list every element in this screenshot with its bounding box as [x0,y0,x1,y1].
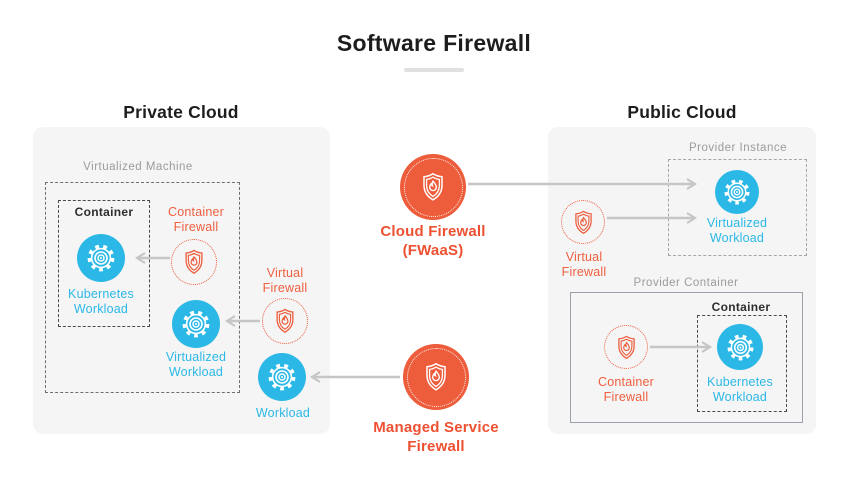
virtualized-workload-node-private [172,300,220,348]
workload-node-private [258,353,306,401]
page-title: Software Firewall [336,30,532,56]
kubernetes-workload-node-public [717,324,763,370]
shield-flame-icon [570,209,597,236]
shield-flame-icon [180,248,208,276]
public-cloud-panel [548,127,816,434]
gear-icon [181,309,211,339]
provider-container-label: Provider Container [633,277,739,289]
private-cloud-heading: Private Cloud [123,102,239,122]
kubernetes-workload-node-private [77,234,125,282]
provider-instance-box [668,159,807,256]
public-cloud-heading: Public Cloud [627,102,737,122]
container-firewall-node-private [171,239,217,285]
managed-service-firewall-node [403,344,469,410]
kubernetes-workload-label-public: Kubernetes Workload [707,375,773,404]
container-label-public: Container [711,300,771,314]
container-firewall-node-public [604,325,648,369]
gear-icon [726,333,755,362]
virtualized-machine-box [45,182,240,393]
container-firewall-label-public: Container Firewall [598,375,654,404]
title-underline [404,68,464,72]
virtual-firewall-label-public: Virtual Firewall [561,250,607,279]
shield-flame-icon [271,307,299,335]
cloud-firewall-label: Cloud Firewall (FWaaS) [380,223,486,260]
container-label-private: Container [74,205,134,219]
managed-service-firewall-label: Managed Service Firewall [373,419,499,456]
container-box-private [58,200,150,327]
shield-flame-icon [613,334,640,361]
gear-icon [86,243,116,273]
shield-flame-icon [417,171,449,203]
virtual-firewall-node-public [561,200,605,244]
cloud-firewall-node [400,154,466,220]
virtualized-workload-node-public [715,170,759,214]
workload-label-private: Workload [255,406,311,420]
virtualized-workload-label-private: Virtualized Workload [165,350,227,379]
gear-icon [267,362,297,392]
provider-container-box [570,292,803,423]
virtual-firewall-node-private [262,298,308,344]
virtualized-workload-label-public: Virtualized Workload [706,216,768,245]
shield-flame-icon [420,361,452,393]
virtual-firewall-label-private: Virtual Firewall [262,266,308,295]
container-firewall-label-private: Container Firewall [168,205,224,234]
virtualized-machine-label: Virtualized Machine [83,161,193,173]
gear-icon [723,178,751,206]
container-box-public [697,315,787,412]
provider-instance-label: Provider Instance [689,142,787,154]
kubernetes-workload-label-private: Kubernetes Workload [68,287,134,316]
